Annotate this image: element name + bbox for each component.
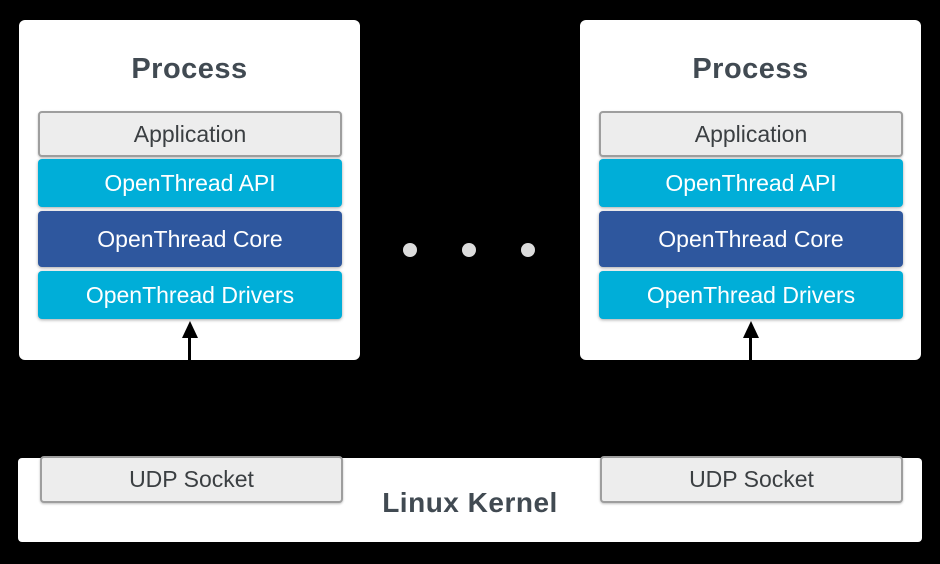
- up-arrow-icon: [742, 321, 760, 360]
- layer-openthread-drivers: OpenThread Drivers: [599, 271, 903, 319]
- layer-openthread-core: OpenThread Core: [38, 211, 342, 267]
- process-card-left: Process Application OpenThread API OpenT…: [19, 20, 360, 360]
- layer-openthread-core: OpenThread Core: [599, 211, 903, 267]
- arrow-shaft: [749, 338, 752, 360]
- arrow-head: [181, 321, 198, 338]
- dot-icon: [521, 243, 535, 257]
- process-card-right: Process Application OpenThread API OpenT…: [580, 20, 921, 360]
- udp-socket-right: UDP Socket: [600, 456, 903, 503]
- layer-application: Application: [599, 111, 903, 157]
- linux-kernel-bar: Linux Kernel UDP Socket UDP Socket: [18, 456, 922, 542]
- linux-kernel-label: Linux Kernel: [382, 487, 558, 518]
- arrow-shaft: [188, 338, 191, 360]
- ellipsis-dots-icon: [403, 243, 535, 257]
- dot-icon: [462, 243, 476, 257]
- up-arrow-icon: [181, 321, 199, 360]
- dot-icon: [403, 243, 417, 257]
- process-title: Process: [131, 53, 248, 85]
- layer-openthread-api: OpenThread API: [599, 159, 903, 207]
- arrow-head: [742, 321, 759, 338]
- udp-socket-left: UDP Socket: [40, 456, 343, 503]
- layer-openthread-drivers: OpenThread Drivers: [38, 271, 342, 319]
- layer-application: Application: [38, 111, 342, 157]
- layer-openthread-api: OpenThread API: [38, 159, 342, 207]
- process-title: Process: [692, 53, 809, 85]
